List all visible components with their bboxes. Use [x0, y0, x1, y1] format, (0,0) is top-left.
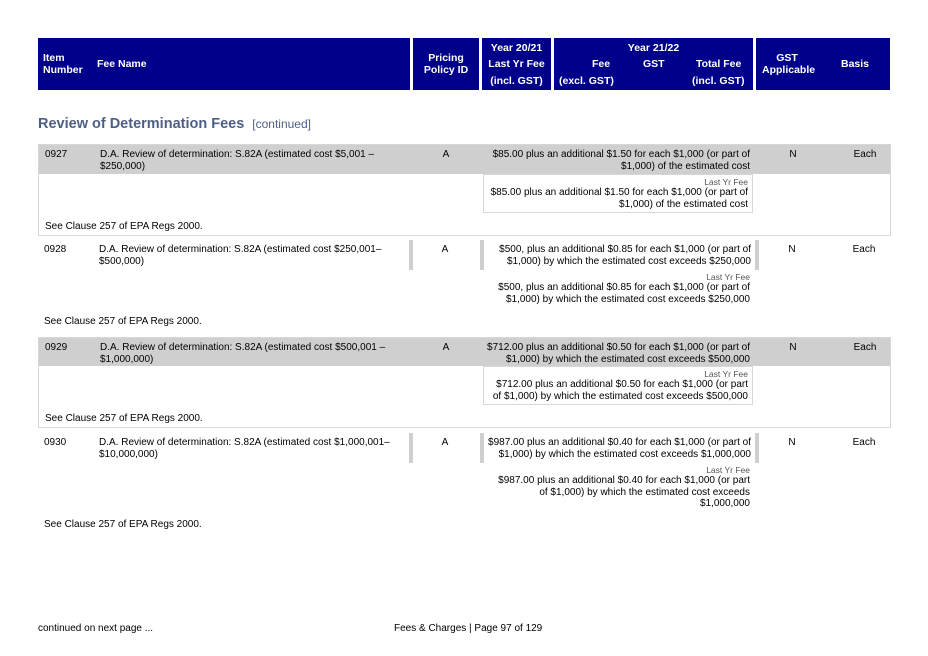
last-year-label: Last Yr Fee	[706, 465, 750, 475]
header-item-fee: Item Number Fee Name	[38, 38, 410, 90]
table-row: 0928 D.A. Review of determination: S.82A…	[38, 240, 891, 332]
pricing-policy: A	[442, 149, 450, 160]
last-year-fee-box: Last Yr Fee $987.00 plus an additional $…	[484, 463, 754, 512]
gst-applicable: N	[789, 342, 797, 353]
row-main: 0930 D.A. Review of determination: S.82A…	[38, 433, 891, 463]
pricing-policy: A	[441, 244, 449, 255]
basis: Each	[852, 437, 876, 448]
item-number: 0927	[45, 149, 68, 160]
clause-note: See Clause 257 of EPA Regs 2000.	[44, 519, 202, 530]
pricing-policy: A	[442, 342, 450, 353]
gst-applicable: N	[789, 149, 797, 160]
page-number: Fees & Charges | Page 97 of 129	[394, 623, 543, 634]
header-basis: Basis	[841, 58, 870, 70]
section-continued: [continued]	[252, 117, 311, 131]
header-item-number: Item Number	[43, 52, 83, 76]
fee-name: D.A. Review of determination: S.82A (est…	[99, 437, 390, 460]
last-year-fee: $85.00 plus an additional $1.50 for each…	[490, 187, 748, 210]
header-year-2021: Year 20/21 Last Yr Fee (incl. GST)	[482, 38, 551, 90]
table-row: 0929 D.A. Review of determination: S.82A…	[38, 337, 891, 428]
column-divider	[480, 240, 484, 270]
column-divider	[409, 433, 413, 463]
header-gst-applicable: GST Applicable	[762, 52, 816, 76]
last-year-fee-box: Last Yr Fee $85.00 plus an additional $1…	[483, 174, 753, 213]
pricing-policy: A	[441, 437, 449, 448]
continued-note: continued on next page ...	[38, 623, 154, 634]
last-year-fee-box: Last Yr Fee $712.00 plus an additional $…	[483, 366, 753, 405]
column-divider	[409, 240, 413, 270]
table-row: 0930 D.A. Review of determination: S.82A…	[38, 433, 891, 535]
header-gst-basis: GST Applicable Basis	[756, 38, 890, 90]
last-year-fee-box: Last Yr Fee $500, plus an additional $0.…	[484, 270, 754, 307]
table-row: 0927 D.A. Review of determination: S.82A…	[38, 144, 891, 236]
column-divider	[480, 433, 484, 463]
basis: Each	[852, 244, 876, 255]
column-divider	[755, 240, 759, 270]
gst-applicable: N	[788, 437, 796, 448]
basis: Each	[853, 342, 877, 353]
header-year-2122: Year 21/22 Fee GST Total Fee (excl. GST)…	[554, 38, 753, 90]
header-fee-name: Fee Name	[97, 58, 147, 70]
clause-note: See Clause 257 of EPA Regs 2000.	[44, 316, 202, 327]
row-main: 0927 D.A. Review of determination: S.82A…	[39, 145, 890, 174]
row-main: 0929 D.A. Review of determination: S.82A…	[39, 338, 890, 366]
header-pricing-policy: Pricing Policy ID	[413, 38, 479, 90]
item-number: 0928	[44, 244, 67, 255]
clause-note: See Clause 257 of EPA Regs 2000.	[45, 221, 203, 232]
basis: Each	[853, 149, 877, 160]
section-title: Review of Determination Fees[continued]	[38, 116, 311, 132]
fee-description: $85.00 plus an additional $1.50 for each…	[492, 149, 750, 172]
column-divider	[755, 433, 759, 463]
fee-description: $500, plus an additional $0.85 for each …	[499, 244, 751, 267]
fee-description: $987.00 plus an additional $0.40 for eac…	[488, 437, 751, 460]
clause-note: See Clause 257 of EPA Regs 2000.	[45, 413, 203, 424]
fee-name: D.A. Review of determination: S.82A (est…	[100, 342, 386, 365]
fee-name: D.A. Review of determination: S.82A (est…	[100, 149, 375, 172]
last-year-fee: $987.00 plus an additional $0.40 for eac…	[498, 475, 750, 509]
last-year-label: Last Yr Fee	[704, 369, 748, 379]
gst-applicable: N	[788, 244, 796, 255]
fee-description: $712.00 plus an additional $0.50 for eac…	[487, 342, 750, 365]
last-year-label: Last Yr Fee	[706, 272, 750, 282]
fee-name: D.A. Review of determination: S.82A (est…	[99, 244, 382, 267]
last-year-fee: $712.00 plus an additional $0.50 for eac…	[492, 379, 748, 402]
table-header: Item Number Fee Name Pricing Policy ID Y…	[38, 38, 890, 90]
item-number: 0930	[44, 437, 67, 448]
row-main: 0928 D.A. Review of determination: S.82A…	[38, 240, 891, 270]
last-year-label: Last Yr Fee	[704, 177, 748, 187]
last-year-fee: $500, plus an additional $0.85 for each …	[498, 282, 750, 305]
item-number: 0929	[45, 342, 68, 353]
